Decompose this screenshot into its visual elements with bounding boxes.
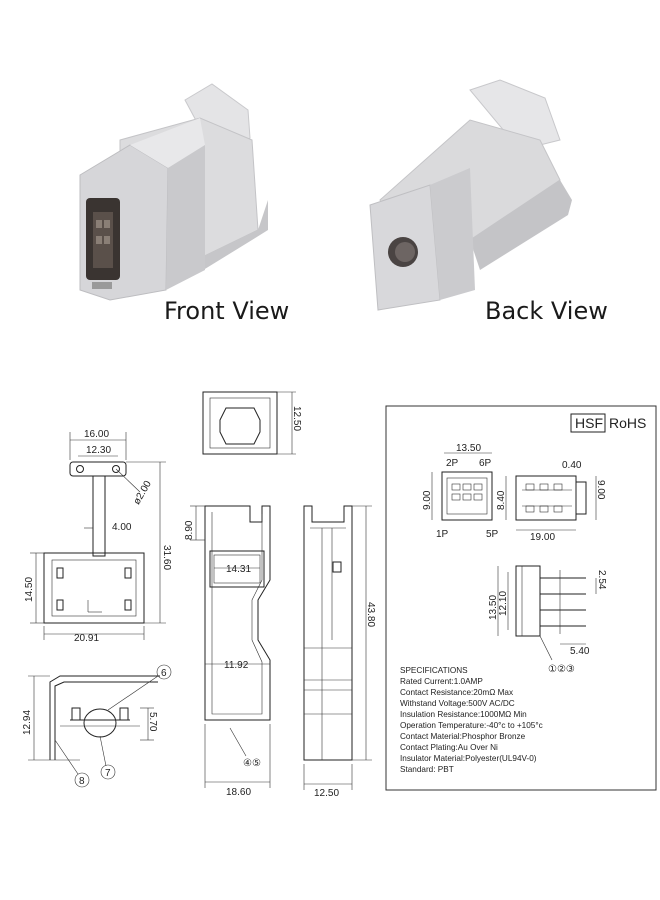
product-photos bbox=[79, 79, 572, 311]
spec-line: Standard: PBT bbox=[400, 765, 454, 774]
clamp-side-drawing: 12.94 5.70 6 7 8 bbox=[22, 664, 172, 788]
dim-total-height: 31.60 bbox=[161, 545, 172, 570]
spec-line: Withstand Voltage:500V AC/DC bbox=[400, 699, 515, 708]
sd-length: 19.00 bbox=[530, 532, 555, 543]
dim-window-width: 14.31 bbox=[226, 564, 251, 575]
sd-h2: 12.10 bbox=[498, 591, 509, 616]
spec-line: Contact Plating:Au Over Ni bbox=[400, 743, 498, 752]
small-side-drawing: 0.40 8.40 9.00 19.00 bbox=[496, 460, 606, 543]
dim-shell-height: 43.80 bbox=[365, 602, 376, 627]
spec-line: Insulator Material:Polyester(UL94V-0) bbox=[400, 754, 537, 763]
dim-clamp-inner: 5.70 bbox=[147, 712, 158, 732]
spec-title: SPECIFICATIONS bbox=[400, 666, 468, 675]
dim-side-width: 12.50 bbox=[314, 788, 339, 799]
sd-pin-5p: 5P bbox=[486, 529, 499, 540]
front-view-label: Front View bbox=[164, 297, 290, 325]
dim-notch-height: 8.90 bbox=[184, 520, 195, 540]
callout-7: 7 bbox=[105, 768, 111, 779]
dim-body-height: 14.50 bbox=[24, 577, 35, 602]
spec-line: Contact Resistance:20mΩ Max bbox=[400, 688, 513, 697]
dim-flange-width: 12.30 bbox=[86, 445, 111, 456]
shell-side-drawing: 43.80 12.50 bbox=[303, 505, 376, 799]
dim-clamp-height: 12.94 bbox=[22, 710, 33, 735]
dim-body-width: 20.91 bbox=[74, 633, 99, 644]
spec-line: Rated Current:1.0AMP bbox=[400, 677, 483, 686]
dim-neck-width: 4.00 bbox=[112, 522, 132, 533]
dim-hole-dia: ø2.00 bbox=[132, 479, 155, 507]
sd-lead: 0.40 bbox=[562, 460, 582, 471]
dim-shell-width: 18.60 bbox=[226, 787, 251, 798]
spec-line: Insulation Resistance:1000MΩ Min bbox=[400, 710, 527, 719]
callout-8: 8 bbox=[79, 776, 85, 787]
callout-45: ④⑤ bbox=[243, 758, 261, 769]
spec-panel: HSF RoHS 13.50 2P 6P 1P 5P 9.00 0.40 bbox=[385, 405, 657, 791]
spec-line: Contact Material:Phosphor Bronze bbox=[400, 732, 526, 741]
sd-pitch: 2.54 bbox=[596, 570, 607, 590]
front-view-photo bbox=[79, 83, 268, 301]
dim-waist-width: 11.92 bbox=[224, 660, 249, 671]
sd-h1: 13.50 bbox=[488, 595, 499, 620]
sd-height-right: 9.00 bbox=[595, 480, 606, 500]
rohs-badge: RoHS bbox=[609, 415, 646, 431]
small-bottom-drawing: 13.50 12.10 2.54 5.40 ①②③ bbox=[488, 565, 607, 675]
dim-top-width: 16.00 bbox=[84, 429, 109, 440]
callout-6: 6 bbox=[161, 668, 167, 679]
sd-tail: 5.40 bbox=[570, 646, 590, 657]
sd-height-left: 9.00 bbox=[422, 490, 433, 510]
back-view-photo bbox=[369, 79, 572, 311]
spec-line: Operation Temperature:-40°c to +105°c bbox=[400, 721, 543, 730]
sd-pin-6p: 6P bbox=[479, 458, 492, 469]
clamp-drawing: 16.00 12.30 ø2.00 4.00 31.60 14.50 bbox=[24, 429, 172, 644]
sd-parts-123: ①②③ bbox=[548, 664, 575, 675]
shell-drawing: 12.50 14.31 11.92 8.90 ④⑤ 18.60 bbox=[184, 391, 302, 798]
hsf-badge: HSF bbox=[575, 415, 603, 431]
sd-pin-1p: 1P bbox=[436, 529, 449, 540]
sd-width: 13.50 bbox=[456, 443, 481, 454]
back-view-label: Back View bbox=[485, 297, 608, 325]
dim-end-view-height: 12.50 bbox=[291, 406, 302, 431]
sd-pin-2p: 2P bbox=[446, 458, 459, 469]
sd-height-mid: 8.40 bbox=[496, 490, 507, 510]
small-front-drawing: 13.50 2P 6P 1P 5P 9.00 bbox=[422, 443, 499, 540]
